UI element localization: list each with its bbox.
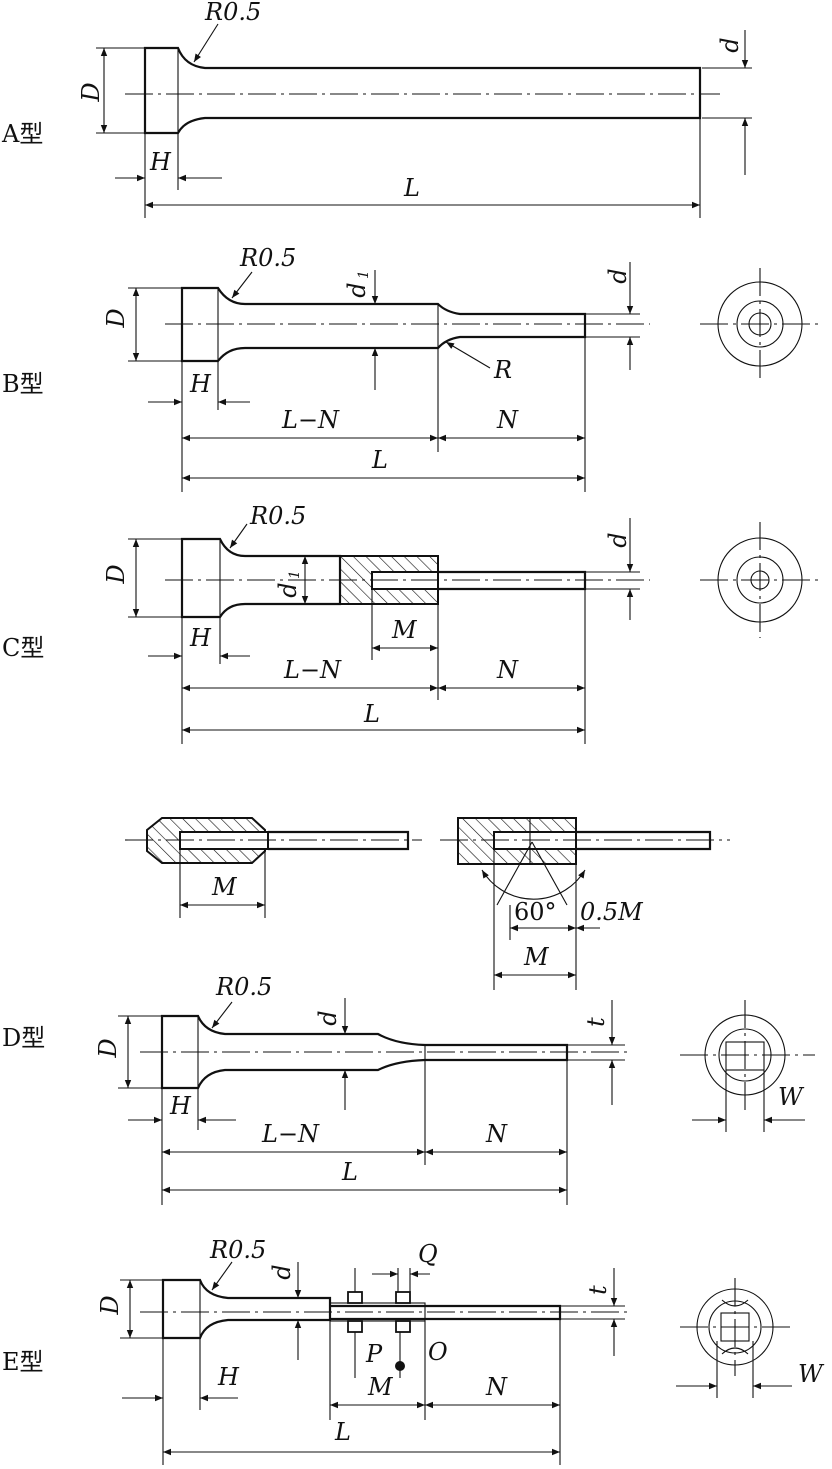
detail-right-m-label: M [523, 943, 550, 971]
type-e-drawing: E型 R0.5 D d Q t P O H M N L W [2, 1236, 825, 1465]
type-e-thickness-label: t [584, 1285, 612, 1295]
type-e-head-height-label: H [217, 1363, 240, 1391]
type-a-head-height-label: H [149, 148, 172, 176]
type-d-tip-length-label: N [485, 1120, 508, 1148]
detail-left-m-label: M [211, 873, 238, 901]
type-c-head-diameter-label: D [102, 564, 130, 584]
type-e-m-label: M [367, 1373, 394, 1401]
detail-angle-label: 60° [514, 898, 557, 926]
type-d-head-height-label: H [169, 1092, 192, 1120]
type-c-d1-label: d [274, 582, 302, 597]
type-d-body-length-label: L−N [261, 1120, 320, 1148]
type-e-label: E型 [2, 1348, 44, 1376]
type-c-d1-subscript: 1 [287, 570, 303, 579]
type-e-o-label: O [428, 1338, 448, 1366]
type-c-head-height-label: H [189, 624, 212, 652]
type-a-length-label: L [403, 174, 420, 202]
type-a-label: A型 [1, 120, 43, 148]
type-d-length-label: L [341, 1158, 358, 1186]
type-e-head-diameter-label: D [96, 1295, 124, 1315]
type-b-d1-subscript: 1 [356, 270, 372, 279]
type-e-diameter-label: d [268, 1264, 296, 1279]
type-b-body-length-label: L−N [281, 406, 340, 434]
type-c-length-label: L [363, 700, 380, 728]
type-d-label: D型 [2, 1024, 45, 1052]
type-c-body-length-label: L−N [283, 656, 342, 684]
detail-half-m-label: 0.5M [580, 898, 644, 926]
type-b-d1-label: d [343, 282, 371, 297]
type-d-width-label: W [778, 1083, 805, 1111]
type-d-drawing: D型 R0.5 D d t W H L−N N L [2, 973, 815, 1205]
type-d-radius-label: R0.5 [215, 973, 272, 1001]
type-b-label: B型 [2, 370, 44, 398]
type-b-radius-label: R0.5 [239, 244, 296, 272]
type-b-head-diameter-label: D [102, 308, 130, 328]
type-c-label: C型 [2, 634, 44, 662]
type-b-diameter-label: d [604, 268, 632, 283]
type-e-tip-length-label: N [485, 1373, 508, 1401]
type-c-diameter-label: d [604, 532, 632, 547]
type-b-head-height-label: H [189, 370, 212, 398]
type-d-head-diameter-label: D [94, 1038, 122, 1058]
type-b-drawing: B型 R0.5 D d 1 d R H L−N N L [2, 244, 820, 492]
type-e-length-label: L [334, 1418, 351, 1446]
type-d-diameter-label: d [314, 1010, 342, 1025]
type-b-tip-length-label: N [496, 406, 519, 434]
type-e-radius-label: R0.5 [209, 1236, 266, 1264]
type-b-fillet-label: R [493, 356, 512, 384]
type-c-sleeve-label: M [391, 616, 418, 644]
type-a-diameter-label: d [716, 37, 744, 52]
type-b-length-label: L [371, 446, 388, 474]
type-e-width-label: W [798, 1360, 825, 1388]
type-a-head-diameter-label: D [77, 82, 105, 102]
type-d-thickness-label: t [582, 1017, 610, 1027]
type-c-drawing: C型 R0.5 D d 1 d M H L−N N L [2, 502, 820, 744]
type-e-q-label: Q [418, 1240, 438, 1268]
type-a-radius-label: R0.5 [204, 0, 261, 26]
type-e-p-label: P [365, 1340, 383, 1368]
type-c-radius-label: R0.5 [249, 502, 306, 530]
type-a-drawing: A型 R0.5 D d H L [1, 0, 752, 218]
sleeve-detail-drawing: M 60° 0.5M M [125, 817, 730, 990]
type-c-tip-length-label: N [496, 656, 519, 684]
